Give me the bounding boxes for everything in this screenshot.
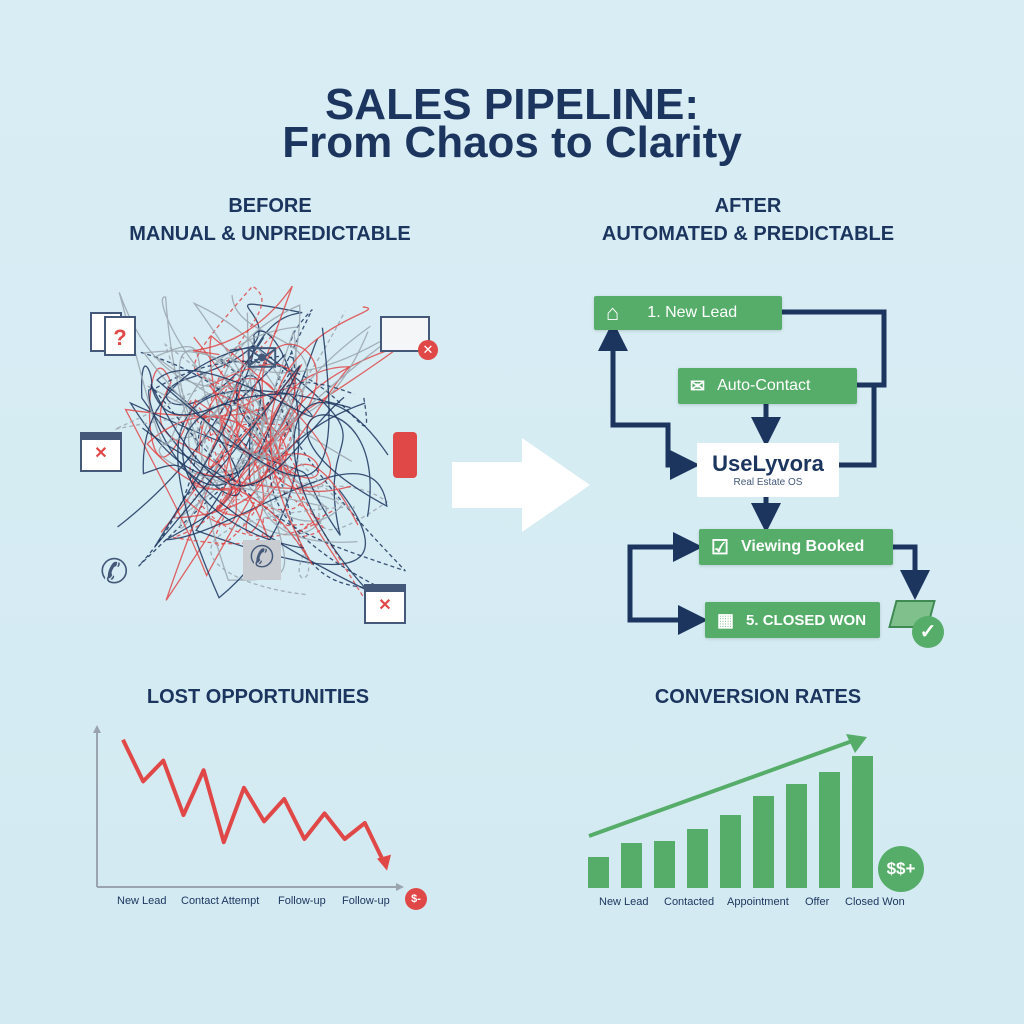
- x-tick-label: Offer: [805, 896, 830, 908]
- flow-step-label: 5. CLOSED WON: [746, 611, 867, 629]
- x-tick-label: Contact Attempt: [181, 895, 260, 907]
- calendar-cancel-icon-2: ✕: [364, 584, 406, 624]
- phone-missed-icon: [393, 432, 417, 478]
- chaos-line: [118, 292, 327, 508]
- flow-step-closed-won: ▦ 5. CLOSED WON: [705, 602, 880, 638]
- uselyvora-hub: UseLyvora Real Estate OS: [697, 443, 839, 497]
- lost-opportunities-line: [121, 738, 387, 866]
- line-chart-axes: [96, 727, 402, 888]
- after-heading: AFTER: [714, 195, 782, 217]
- chaos-line: [142, 301, 371, 543]
- lost-opportunities-title: LOST OPPORTUNITIES: [146, 686, 370, 708]
- chaos-line: [192, 285, 370, 566]
- check-circle-icon: ✓: [912, 616, 944, 648]
- conversion-rates-title: CONVERSION RATES: [654, 686, 862, 708]
- x-tick-label: Follow-up: [342, 895, 390, 907]
- hub-name: UseLyvora: [712, 451, 824, 476]
- conversion-bar: [819, 772, 840, 888]
- page-title-line2: From Chaos to Clarity: [282, 118, 742, 167]
- chaos-line: [150, 365, 345, 547]
- chaos-line: [173, 400, 333, 545]
- x-tick-label: New Lead: [117, 895, 167, 907]
- conversion-bar: [786, 784, 807, 888]
- money-loss-badge: $-: [405, 888, 427, 910]
- conversion-bar: [852, 756, 873, 888]
- money-gain-badge: $$+: [878, 846, 924, 892]
- chaos-line: [153, 360, 406, 572]
- conversion-bar: [720, 815, 741, 888]
- hub-tagline: Real Estate OS: [733, 477, 803, 488]
- house-icon: ⌂: [606, 300, 620, 325]
- flow-step-auto-contact: ✉ Auto-Contact: [678, 368, 857, 404]
- email-failed-icon: ✕: [380, 316, 438, 360]
- envelope-question-icon: ✉: [245, 337, 279, 381]
- chaos-line: [194, 285, 369, 604]
- uptrend-arrowhead: [846, 734, 867, 753]
- flow-step-new-lead: ⌂ 1. New Lead: [594, 296, 782, 330]
- calendar-icon: ▦: [717, 609, 735, 630]
- x-tick-label: Closed Won: [845, 896, 905, 908]
- conversion-bar: [654, 841, 675, 888]
- calendar-check-icon: ☑: [711, 536, 729, 559]
- flow-step-label: Viewing Booked: [740, 538, 865, 555]
- chaos-line: [141, 365, 254, 496]
- chaos-line: [227, 425, 389, 579]
- phone-callback-icon: ✆: [243, 540, 281, 580]
- conversion-bar: [753, 796, 774, 888]
- downtrend-arrowhead: [377, 854, 391, 871]
- before-heading: BEFORE: [228, 195, 312, 217]
- axis-arrowheads: [93, 725, 404, 891]
- before-subheading: MANUAL & UNPREDICTABLE: [129, 223, 411, 245]
- calendar-cancel-icon: ✕: [80, 432, 122, 472]
- chaos-line: [114, 311, 346, 501]
- uptrend-arrow: [588, 738, 856, 838]
- email-icon: ✉: [690, 375, 706, 396]
- flow-step-viewing-booked: ☑ Viewing Booked: [699, 529, 893, 565]
- chaos-line: [156, 327, 330, 549]
- chaos-line: [140, 351, 382, 590]
- conversion-bar: [621, 843, 642, 888]
- x-tick-label: Contacted: [664, 896, 715, 908]
- x-tick-label: Appointment: [727, 896, 789, 908]
- chaos-line: [164, 342, 355, 596]
- phone-ringing-icon: ✆: [100, 553, 129, 591]
- conversion-bar: [687, 829, 708, 888]
- after-subheading: AUTOMATED & PREDICTABLE: [601, 223, 895, 245]
- flow-step-label: 1. New Lead: [647, 304, 738, 321]
- flow-step-label: Auto-Contact: [717, 377, 811, 394]
- conversion-bar: [588, 857, 609, 888]
- x-tick-label: New Lead: [599, 896, 649, 908]
- x-tick-label: Follow-up: [278, 895, 326, 907]
- chaos-line: [124, 377, 304, 577]
- documents-question-icon: ?: [90, 308, 140, 356]
- page-title-line1: SALES PIPELINE:: [324, 80, 700, 129]
- chaos-line: [148, 367, 278, 576]
